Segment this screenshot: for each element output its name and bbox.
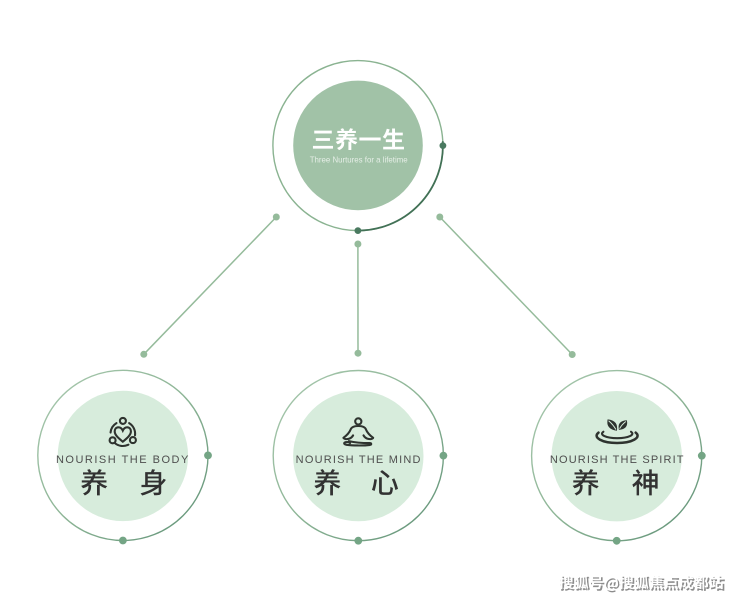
svg-text:NOURISH THE SPIRIT: NOURISH THE SPIRIT (550, 454, 685, 466)
svg-text:NOURISH THE BODY: NOURISH THE BODY (56, 454, 190, 466)
svg-text:Three Nurtures for a lifetime: Three Nurtures for a lifetime (310, 154, 408, 164)
svg-text:NOURISH THE MIND: NOURISH THE MIND (296, 454, 422, 466)
